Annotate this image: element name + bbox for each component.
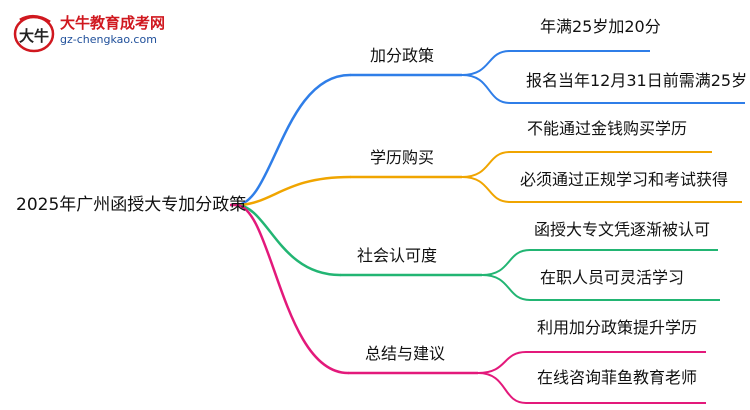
- leaf-label: 在职人员可灵活学习: [540, 268, 685, 287]
- leaf-connector-curve: [461, 151, 511, 178]
- leaf-connector-curve: [461, 74, 511, 104]
- logo-title: 大牛教育成考网: [60, 14, 166, 32]
- leaf-connector-curve: [481, 249, 531, 276]
- branch-connector-curve: [234, 203, 342, 277]
- leaf-label: 年满25岁加20分: [540, 17, 661, 36]
- leaf-label: 报名当年12月31日前需满25岁: [526, 71, 748, 90]
- branch-label: 学历购买: [370, 148, 435, 167]
- logo-mark-icon: 大牛: [13, 15, 55, 53]
- leaf-label: 利用加分政策提升学历: [537, 318, 698, 337]
- leaf-connector-curve: [477, 351, 527, 374]
- leaf-connector-curve: [461, 50, 511, 76]
- leaf-label: 不能通过金钱购买学历: [527, 119, 688, 138]
- leaf-label: 必须通过正规学习和考试获得: [520, 170, 729, 189]
- site-logo[interactable]: 大牛 大牛教育成考网 gz-chengkao.com: [12, 10, 202, 54]
- branch-connector-curve: [234, 203, 350, 375]
- branch-label: 总结与建议: [365, 344, 446, 363]
- branch-connector-curve: [234, 175, 352, 207]
- leaf-connector-curve: [477, 372, 527, 404]
- leaf-connector-curve: [481, 274, 531, 301]
- root-node-label: 2025年广州函授大专加分政策: [16, 195, 247, 215]
- leaf-label: 函授大专文凭逐渐被认可: [534, 220, 711, 239]
- branch-connector-curve: [234, 73, 352, 207]
- leaf-label: 在线咨询菲鱼教育老师: [537, 368, 698, 387]
- branch-label: 社会认可度: [357, 246, 438, 265]
- logo-mark-text: 大牛: [19, 27, 49, 45]
- leaf-connector-curve: [461, 176, 511, 203]
- branch-label: 加分政策: [370, 46, 435, 65]
- logo-url: gz-chengkao.com: [60, 33, 157, 46]
